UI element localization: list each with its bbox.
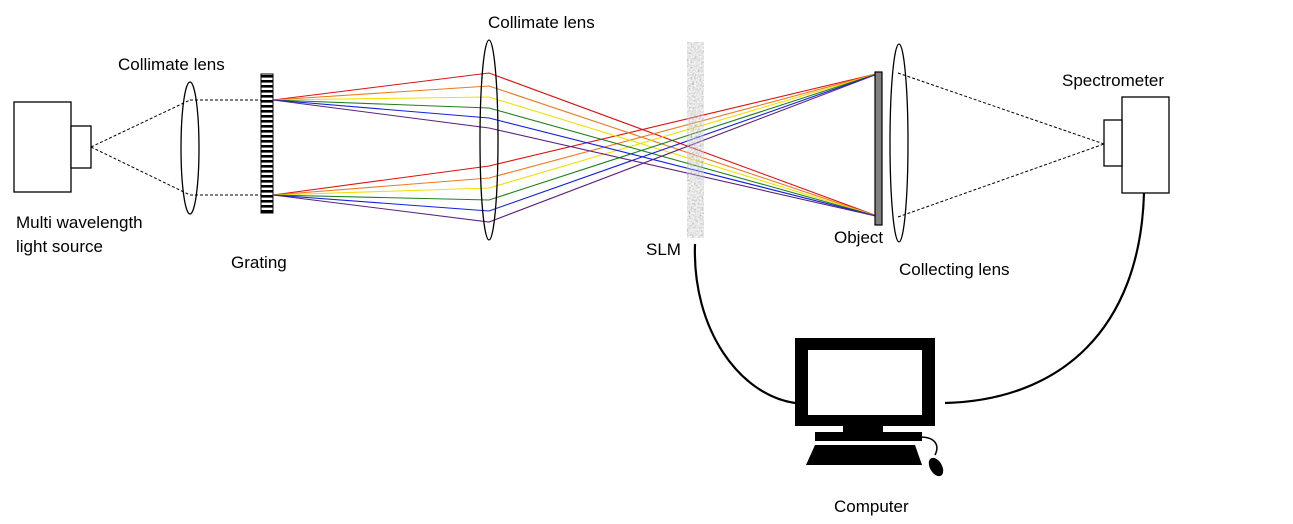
collimate-lens-2-label: Collimate lens [488,13,595,32]
cables [693,192,1146,405]
collimate-lens-2 [479,39,499,241]
computer [795,338,944,477]
ray-red-upper [272,72,881,218]
spectrometer-cable [944,192,1146,405]
light-source-label-line2: light source [16,237,103,256]
grating-label: Grating [231,253,287,272]
wavelength-rays [272,72,881,223]
ray-blue-lower [272,72,881,212]
slm-cable [693,243,796,405]
ray-green-lower [272,72,881,201]
object [874,71,883,226]
output-beam [897,72,1105,218]
ray-orange-lower [272,72,881,196]
ray-red-lower [272,72,881,196]
computer-label: Computer [834,497,909,516]
mouse-cord [919,436,938,456]
collimate-lens-1 [180,81,200,215]
ray-green-upper [272,99,881,218]
ray-yellow-upper [272,96,881,218]
ray-blue-upper [272,99,881,218]
ray-purple-lower [272,72,881,223]
ray-purple-upper [272,99,881,218]
ray-yellow-lower [272,72,881,196]
spectrometer [1103,96,1170,194]
input-beam [90,99,265,196]
mouse-icon [928,457,944,477]
collimate-lens-1-label: Collimate lens [118,55,225,74]
spectrometer-label: Spectrometer [1062,71,1164,90]
light-source-label-line1: Multi wavelength [16,213,143,232]
light-source [13,101,92,193]
collecting-lens [889,43,909,243]
object-label: Object [834,228,883,247]
ray-orange-upper [272,85,881,218]
keyboard [806,445,922,465]
slm [687,42,704,238]
slm-label: SLM [646,240,681,259]
grating [260,73,274,214]
collecting-lens-label: Collecting lens [899,260,1010,279]
